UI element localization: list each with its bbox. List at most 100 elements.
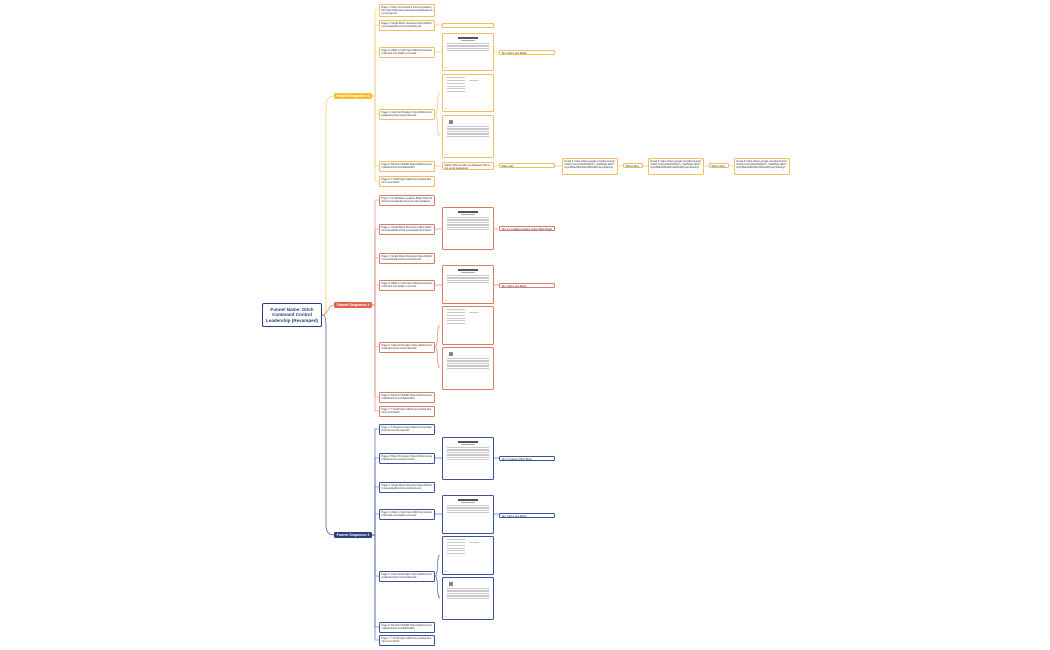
seq2-tag-2[interactable]: Tag: Kelly Lund Bobbi — [499, 283, 555, 288]
seq2-page-link-2 — [372, 228, 379, 306]
thumb-caption: ▭ — [445, 341, 448, 343]
note-label: Wait 2 days — [711, 164, 725, 168]
seq1-page-5[interactable]: Page 5: BLACK OFFER https://ditchcommand… — [379, 161, 435, 172]
seq2-page-6[interactable]: Page 6: BLACK OFFER https://ditchcommand… — [379, 392, 435, 403]
note-label: Tag: Kelly Lund Bobbi — [501, 284, 527, 288]
seq2-page-link-6 — [372, 304, 379, 398]
seq1-wait-1[interactable]: Wait 1 day — [499, 163, 555, 168]
page-label: Page 1: Ditch Command & Control Leadersh… — [381, 6, 433, 16]
seq1-page-link-3 — [372, 51, 379, 97]
seq1-page-link-4 — [372, 95, 379, 115]
seq2-page-7[interactable]: Page 7: T-Stuff https://ditchcommandandc… — [379, 406, 435, 417]
thumb-caption: ▭ — [445, 108, 448, 110]
seq2-page-2[interactable]: Page 2: Upsell Book Promotion https://di… — [379, 224, 435, 235]
seq3-page-6[interactable]: Page 6: BLACK OFFER https://ditchcommand… — [379, 622, 435, 633]
sequence-3-node[interactable]: Funnel Sequence 3 — [334, 532, 372, 538]
seq1-page-link-5 — [372, 95, 379, 167]
note-label: Email 1: https://docs.google.com/documen… — [564, 159, 615, 169]
seq1-wait-3[interactable]: Wait 2 days — [709, 163, 729, 168]
seq1-p4-thumb-a-link — [434, 92, 441, 115]
root-node[interactable]: Funnel Name: Ditch Command Control Leade… — [262, 303, 322, 327]
seq2-page-1[interactable]: Page 1: 10 Mistakes Leaders Make https:/… — [379, 195, 435, 206]
seq2-tag-1[interactable]: Tag: 10 mistakes leaders make (Ditch Boo… — [499, 226, 555, 231]
seq3-page-link-1 — [372, 428, 379, 536]
seq3-page-link-2 — [372, 457, 379, 536]
seq3-page-5-thumb-b[interactable]: ▭ — [442, 577, 494, 620]
seq3-page-5-thumb-a[interactable]: ▭ — [442, 536, 494, 575]
seq3-p5-thumb-b-link — [434, 575, 441, 599]
seq2-page-5-thumb-a[interactable]: ▭ — [442, 306, 494, 345]
seq2-page-3[interactable]: Page 3: Single Book Checkout https://dit… — [379, 253, 435, 264]
page-label: Page 2: Upsell Book Promotion https://di… — [381, 226, 432, 233]
sequence-2-node[interactable]: Funnel Sequence 2 — [334, 302, 372, 308]
page-label: Page 2: Book Promotion https://ditchcomm… — [381, 455, 433, 462]
seq1-page-2[interactable]: Page 2: Single Book Checkout https://dit… — [379, 20, 435, 31]
seq3-p5-thumb-a-link — [434, 554, 441, 577]
seq3-tag-1[interactable]: Tag: 5 reasons Ditch Book — [499, 456, 555, 461]
seq3-page-7[interactable]: Page 7: T-Stuff https://ditchcommandandc… — [379, 635, 435, 646]
sequence-1-node[interactable]: Funnel Sequence 1 — [334, 93, 372, 99]
seq2-page-2-thumb[interactable]: ▭ — [442, 207, 494, 250]
seq2-p5-thumb-a-link — [434, 324, 441, 348]
seq3-page-link-5 — [372, 534, 379, 577]
seq1-p4-thumb-b-link — [434, 113, 441, 137]
page-label: Page 4: Call Confirmation https://ditchc… — [381, 111, 433, 118]
seq2-page-link-4 — [372, 284, 379, 306]
seq3-page-link-6 — [372, 534, 379, 628]
page-label: Page 7: T-Stuff https://ditchcommandandc… — [381, 408, 432, 415]
note-label: Tag: Kelly Lund Bobbi — [501, 51, 527, 55]
seq2-page-4-thumb[interactable]: ▭ — [442, 265, 494, 304]
seq1-page-4-thumb-a[interactable]: ▭ — [442, 74, 494, 112]
page-label: Page 5: Call Confirmation https://ditchc… — [381, 344, 433, 351]
seq3-page-3[interactable]: Page 3: Single Book Checkout https://dit… — [379, 482, 435, 493]
seq1-page-link-1 — [372, 9, 379, 97]
seq1-page-4[interactable]: Page 4: Call Confirmation https://ditchc… — [379, 109, 435, 120]
seq2-page-5[interactable]: Page 5: Call Confirmation https://ditchc… — [379, 342, 435, 353]
seq1-email-1[interactable]: Email 1: https://docs.google.com/documen… — [562, 158, 618, 175]
page-label: Page 1: 10 Mistakes Leaders Make https:/… — [381, 197, 433, 204]
note-label: Watch Offer & Call Lost Related-Click in… — [444, 163, 491, 170]
seq1-page-link-6 — [372, 95, 379, 182]
sequence-2-label: Funnel Sequence 2 — [336, 303, 370, 307]
seq1-page-4-thumb-b[interactable]: ▭ — [442, 115, 494, 158]
seq3-tag-2[interactable]: Tag: Kelly Lund Bobbi — [499, 513, 555, 518]
thumb-caption: ▭ — [445, 246, 448, 248]
seq1-page-1[interactable]: Page 1: Ditch Command & Control Leadersh… — [379, 4, 435, 17]
seq1-email-2[interactable]: Email 2: https://docs.google.com/documen… — [648, 158, 704, 175]
seq1-page-3-thumb[interactable]: ▭ — [442, 33, 494, 71]
page-label: Page 3: Single Book Checkout https://dit… — [381, 484, 432, 491]
seq1-page-6[interactable]: Page 6: T-Stuff https://ditchcommandandc… — [379, 176, 435, 187]
seq2-page-5-thumb-b[interactable]: ▭ — [442, 347, 494, 390]
seq1-tag-note[interactable]: Tag: Kelly Lund Bobbi — [499, 50, 555, 55]
seq1-wait-2[interactable]: Wait 2 days — [623, 163, 643, 168]
seq1-watch-note[interactable]: Watch Offer & Call Lost Related-Click in… — [442, 162, 494, 170]
seq2-page-4[interactable]: Page 4: Walk-in Call https://ditchcomman… — [379, 280, 435, 291]
note-label: Email 2: https://docs.google.com/documen… — [650, 159, 701, 169]
seq3-page-5[interactable]: Page 5: Call Confirmation https://ditchc… — [379, 571, 435, 582]
thumb-caption: ▭ — [445, 67, 448, 69]
seq3-page-link-7 — [372, 534, 379, 641]
seq3-page-4-thumb[interactable]: ▭ — [442, 495, 494, 534]
seq3-page-2-thumb[interactable]: ▭ — [442, 437, 494, 480]
note-label: Tag: Kelly Lund Bobbi — [501, 514, 527, 518]
seq3-page-1[interactable]: Page 1: 5 Reasons https://ditchcommandan… — [379, 424, 435, 435]
page-label: Page 3: Single Book Checkout https://dit… — [381, 255, 432, 262]
page-label: Page 6: T-Stuff https://ditchcommandandc… — [381, 178, 432, 185]
seq1-page-link-2 — [372, 24, 379, 97]
page-label: Page 5: Call Confirmation https://ditchc… — [381, 573, 433, 580]
thumb-caption: ▭ — [445, 530, 448, 532]
seq1-page-3[interactable]: Page 3: Walk-in Call https://ditchcomman… — [379, 47, 435, 58]
seq1-email-3[interactable]: Email 3: https://docs.google.com/documen… — [734, 158, 790, 175]
note-label: Tag: 5 reasons Ditch Book — [501, 457, 532, 461]
page-label: Page 2: Single Book Checkout https://dit… — [381, 22, 432, 29]
seq3-page-2[interactable]: Page 2: Book Promotion https://ditchcomm… — [379, 453, 435, 464]
thumb-caption: ▭ — [445, 476, 448, 478]
note-label: Wait 1 day — [501, 164, 514, 168]
thumb-caption: ▭ — [445, 386, 448, 388]
thumb-caption: ▭ — [445, 616, 448, 618]
seq2-page-link-5 — [372, 304, 379, 348]
seq1-note-blank[interactable] — [442, 23, 494, 28]
seq3-page-4[interactable]: Page 4: Walk-in Call https://ditchcomman… — [379, 509, 435, 520]
